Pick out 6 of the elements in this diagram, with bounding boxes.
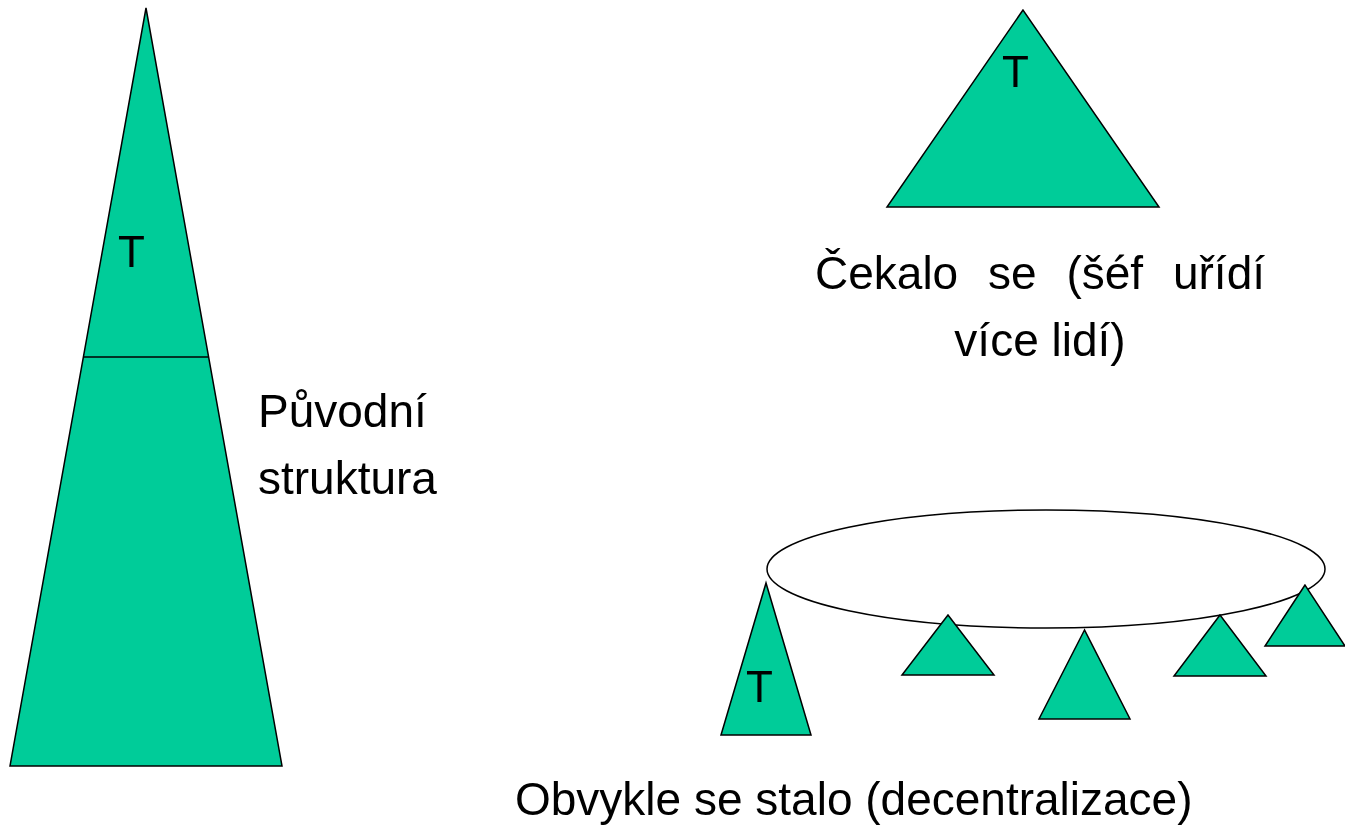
triangle-label: T	[746, 665, 773, 709]
caption-text: Původní struktura	[258, 384, 438, 506]
caption-text: Obvykle se stalo (decentralizace)	[515, 772, 1193, 827]
triangle-label: T	[118, 230, 145, 274]
caption-text: Čekalo se (šéf uřídí více lidí)	[815, 246, 1265, 368]
triangle-label: T	[1002, 50, 1029, 94]
